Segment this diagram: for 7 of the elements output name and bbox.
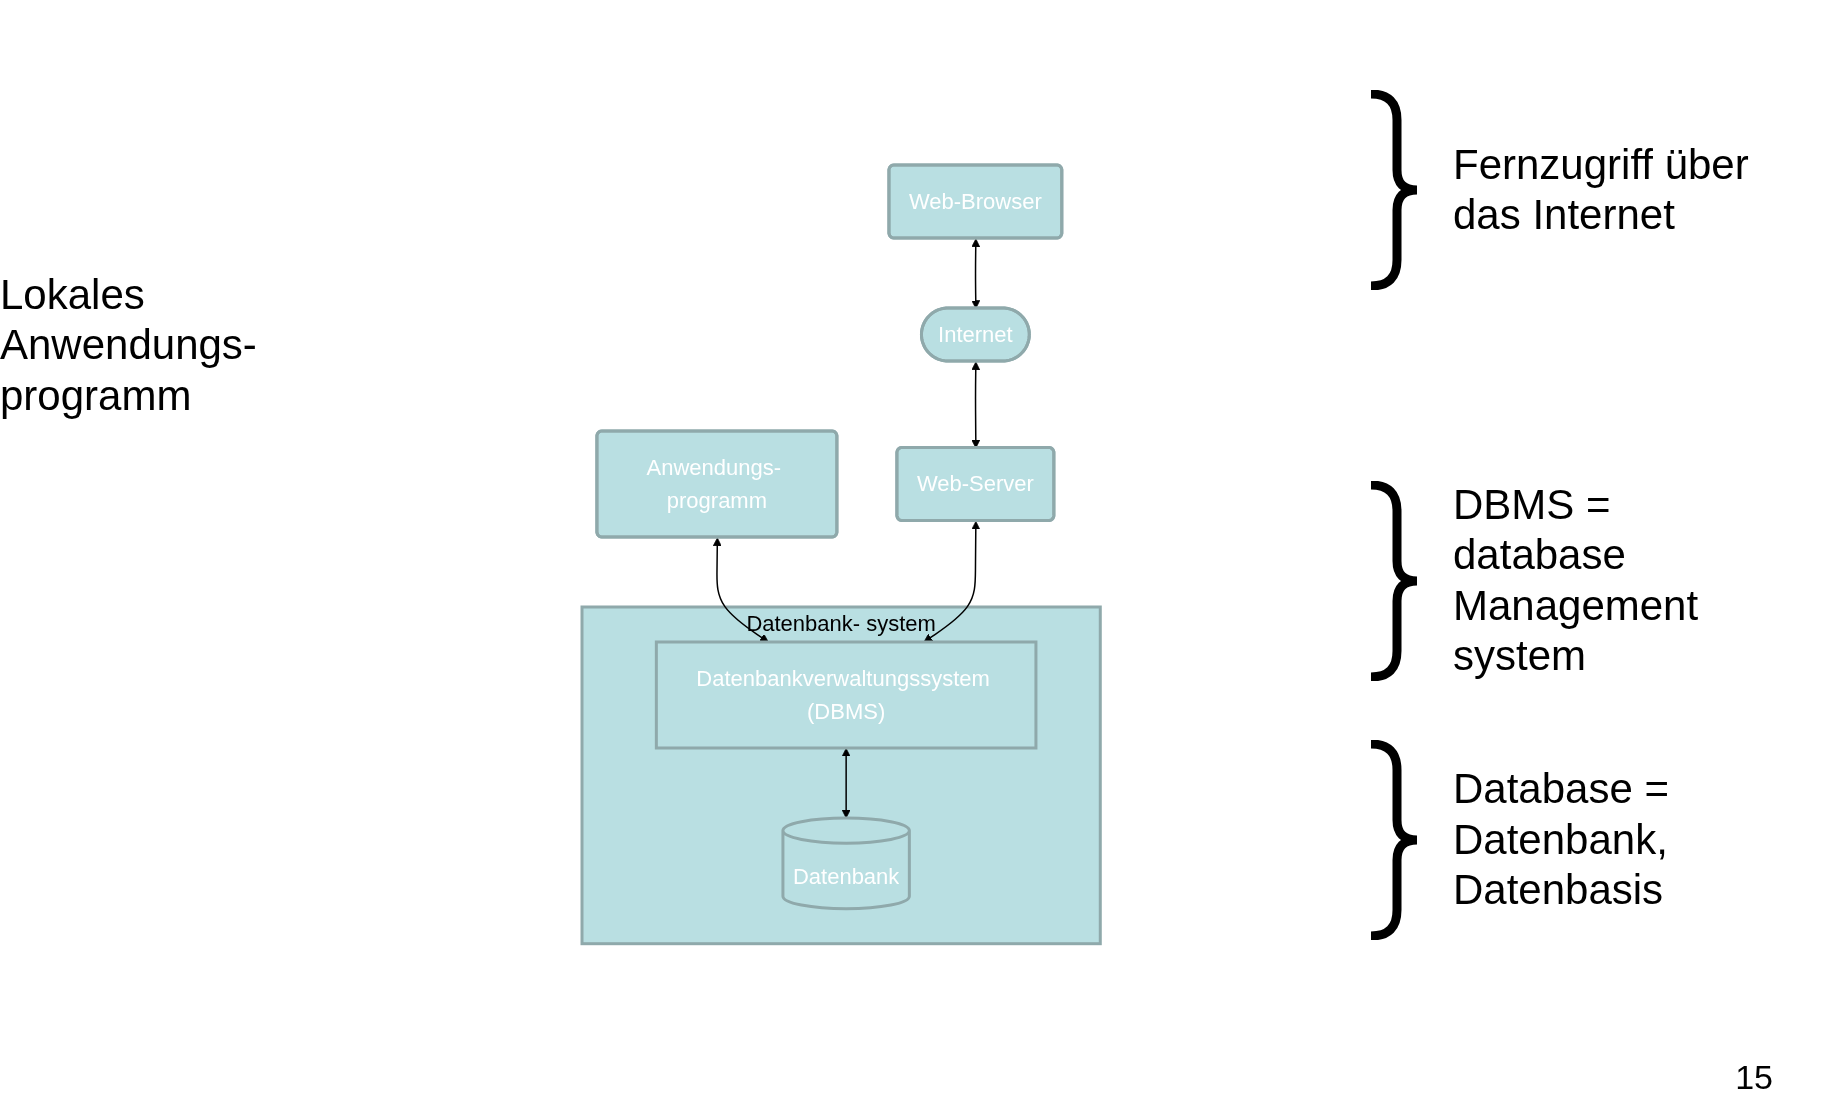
side-note: Database = Datenbank, Datenbasis — [1453, 764, 1670, 916]
side-note: Fernzugriff über das Internet — [1453, 139, 1750, 240]
page-number: 15 — [1735, 1057, 1773, 1098]
node-box: Datenbankverwaltungssystem (DBMS) — [655, 640, 1038, 750]
side-note: DBMS = database Management system — [1453, 480, 1700, 682]
arrow — [842, 747, 851, 819]
side-note: Lokales Anwendungs- programm — [0, 270, 258, 421]
